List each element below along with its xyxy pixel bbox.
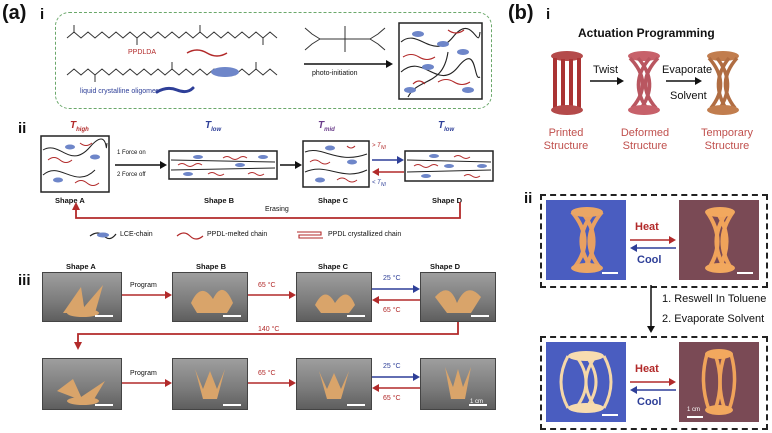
actuation-title: Actuation Programming: [578, 26, 715, 40]
r1-65c-arrow: [248, 291, 296, 299]
evaporate-arrow: [666, 77, 702, 85]
shape-c-network: [302, 140, 370, 188]
lc-oligomer-label: liquid crystalline oligomer: [80, 88, 159, 95]
shape-a-title: Shape A: [55, 196, 85, 205]
r1-program-arrow: [122, 291, 172, 299]
panel-b-i-label: i: [546, 6, 551, 23]
crosslinker-structure: [304, 26, 386, 52]
cool-label-2: Cool: [637, 396, 662, 408]
panel-a-iii-label: iii: [18, 272, 31, 289]
iii-shape-a-title: Shape A: [66, 262, 96, 271]
panel-a-i-label: i: [40, 6, 45, 23]
legend-lce-icon: [89, 232, 117, 240]
a-i-chemistry-box: [55, 12, 492, 109]
twist-arrow: [590, 77, 624, 85]
panel-b-ii-label: ii: [524, 190, 533, 207]
iii-shape-c-title: Shape C: [318, 262, 349, 271]
panel-b-label: (b): [508, 2, 534, 24]
heat-label-1: Heat: [635, 221, 659, 233]
legend-melted-label: PPDL-melted chain: [207, 231, 268, 238]
r2-program-arrow: [122, 379, 172, 387]
temporary-structure-icon: [707, 51, 739, 115]
b-ii-top-box: [540, 194, 768, 288]
r2-65c-arrow: [248, 379, 296, 387]
step-evaporate: 2. Evaporate Solvent: [662, 313, 765, 325]
photo-r1-shape-b: [172, 272, 248, 322]
deformed-structure-icon: [628, 51, 660, 115]
shape-b-network: [168, 150, 278, 180]
heat-cool-arrows-2: [630, 378, 676, 394]
iii-shape-d-title: Shape D: [430, 262, 461, 271]
shape-b-title: Shape B: [204, 196, 235, 205]
photo-initiation-label: photo-initiation: [312, 70, 358, 77]
panel-a-ii-label: ii: [18, 120, 27, 137]
shape-d-network: [404, 150, 494, 182]
lt-tni-label: < TNI: [372, 180, 386, 189]
r1-cd-arrows: [372, 285, 420, 304]
r2-65c-label: 65 °C: [258, 370, 276, 377]
printed-structure-icon: [551, 51, 583, 115]
gt-tni-label: > TNI: [372, 143, 386, 152]
heat-label-2: Heat: [635, 363, 659, 375]
erasing-arrow: [72, 202, 461, 219]
step-reswell: 1. Reswell In Toluene: [662, 293, 767, 305]
t-low2-label: Tlow: [438, 120, 455, 133]
t-high-label: Thigh: [70, 120, 89, 133]
photo-barrel-blue: [546, 342, 626, 422]
t-mid-label: Tmid: [318, 120, 335, 133]
photo-barrel-maroon: [679, 342, 759, 422]
legend-cryst-icon: [297, 231, 323, 239]
reswell-arrow: [647, 285, 655, 333]
panel-a-label: (a): [2, 2, 27, 24]
b-ii-bottom-box: [540, 336, 768, 430]
photo-r2-shape-a: [42, 358, 122, 410]
a-i-network: [398, 22, 483, 100]
c-d-arrows: [372, 156, 404, 176]
140c-arrow: [74, 322, 459, 350]
ppdlda-label: PPDLDA: [128, 49, 157, 56]
shape-d-title: Shape D: [432, 196, 463, 205]
photo-r1-shape-a: [42, 272, 122, 322]
evaporate-label: Evaporate: [662, 64, 713, 76]
photo-r1-shape-c: [296, 272, 372, 322]
chemical-structures: [66, 25, 278, 94]
force-on-label: 1 Force on: [117, 150, 146, 156]
legend-lce-label: LCE-chain: [120, 231, 153, 238]
photo-r2-shape-b: [172, 358, 248, 410]
shape-a-network: [40, 135, 110, 193]
erasing-label: Erasing: [265, 206, 289, 213]
force-arrow: [115, 161, 167, 169]
photo-twisted-maroon: [679, 200, 759, 280]
r2-25c-label: 25 °C: [383, 363, 401, 370]
b-to-c-arrow: [280, 161, 302, 169]
shape-c-title: Shape C: [318, 196, 349, 205]
solvent-label: Solvent: [670, 90, 707, 102]
r1-65c-label: 65 °C: [258, 282, 276, 289]
r2-program-label: Program: [130, 370, 157, 377]
r2-cd-arrows: [372, 373, 420, 392]
iii-scale-label: 1 cm: [470, 399, 484, 405]
t-low-label: Tlow: [205, 120, 222, 133]
r2-65c-back-label: 65 °C: [383, 395, 401, 402]
photo-r2-shape-c: [296, 358, 372, 410]
r1-program-label: Program: [130, 282, 157, 289]
photo-r1-shape-d: [420, 272, 496, 322]
cool-label-1: Cool: [637, 254, 662, 266]
twist-label: Twist: [593, 64, 619, 76]
force-off-label: 2 Force off: [117, 172, 146, 178]
photo-r2-shape-d: [420, 358, 496, 410]
r1-25c-label: 25 °C: [383, 275, 401, 282]
photo-twisted-blue: [546, 200, 626, 280]
legend-cryst-label: PPDL crystallized chain: [328, 231, 402, 238]
legend-melted-icon: [176, 232, 204, 240]
heat-cool-arrows-1: [630, 236, 676, 252]
140c-label: 140 °C: [258, 326, 280, 333]
photo-initiation-arrow: [304, 60, 393, 68]
b-ii-scale-label: 1 cm: [687, 407, 701, 413]
r1-65c-back-label: 65 °C: [383, 307, 401, 314]
iii-shape-b-title: Shape B: [196, 262, 227, 271]
